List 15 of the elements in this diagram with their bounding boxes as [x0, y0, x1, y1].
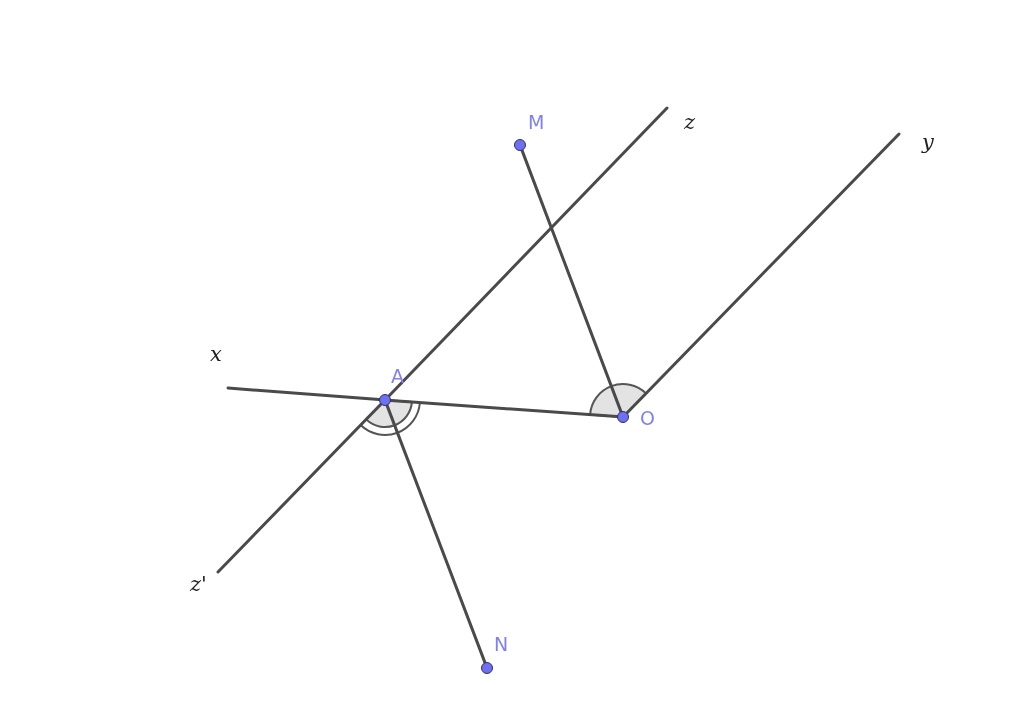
line-segment [216, 402, 383, 574]
ray-label: x [210, 344, 222, 365]
point-label: N [494, 635, 509, 654]
point-label: A [391, 367, 404, 386]
line-segment [520, 149, 623, 413]
line-segment [625, 132, 901, 415]
line-segment [389, 398, 619, 419]
ray-label: z [684, 112, 696, 133]
line-segment [226, 386, 381, 402]
ray-label: z' [190, 574, 207, 595]
ray-label: y [922, 132, 934, 153]
point-label: O [640, 409, 655, 428]
point-label: M [528, 113, 545, 132]
line-segment [385, 404, 487, 664]
line-segment [387, 106, 669, 398]
